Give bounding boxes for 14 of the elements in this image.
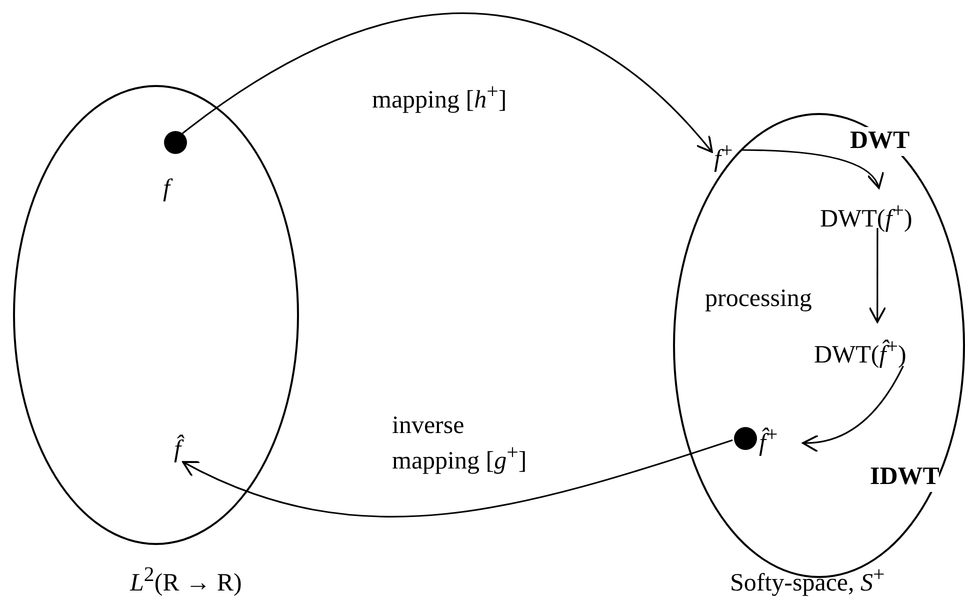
math-label: f̂ — [174, 430, 196, 470]
set-label: Softy-space, S$^{+}$ — [730, 563, 885, 597]
point-marker — [734, 427, 757, 450]
edge-label: DWT — [850, 127, 910, 156]
point-marker — [164, 131, 187, 154]
arrow — [802, 366, 904, 452]
arrow — [868, 228, 886, 323]
arrow — [182, 439, 733, 518]
set-label: L$^{2}$(R → R) — [130, 563, 242, 597]
set-ellipse — [13, 85, 299, 545]
math-label: DWT(f̂$^{+}$) — [814, 324, 965, 368]
arrow — [182, 12, 713, 153]
arrow — [742, 149, 882, 189]
math-label: DWT(f$^{+}$) — [820, 190, 965, 230]
